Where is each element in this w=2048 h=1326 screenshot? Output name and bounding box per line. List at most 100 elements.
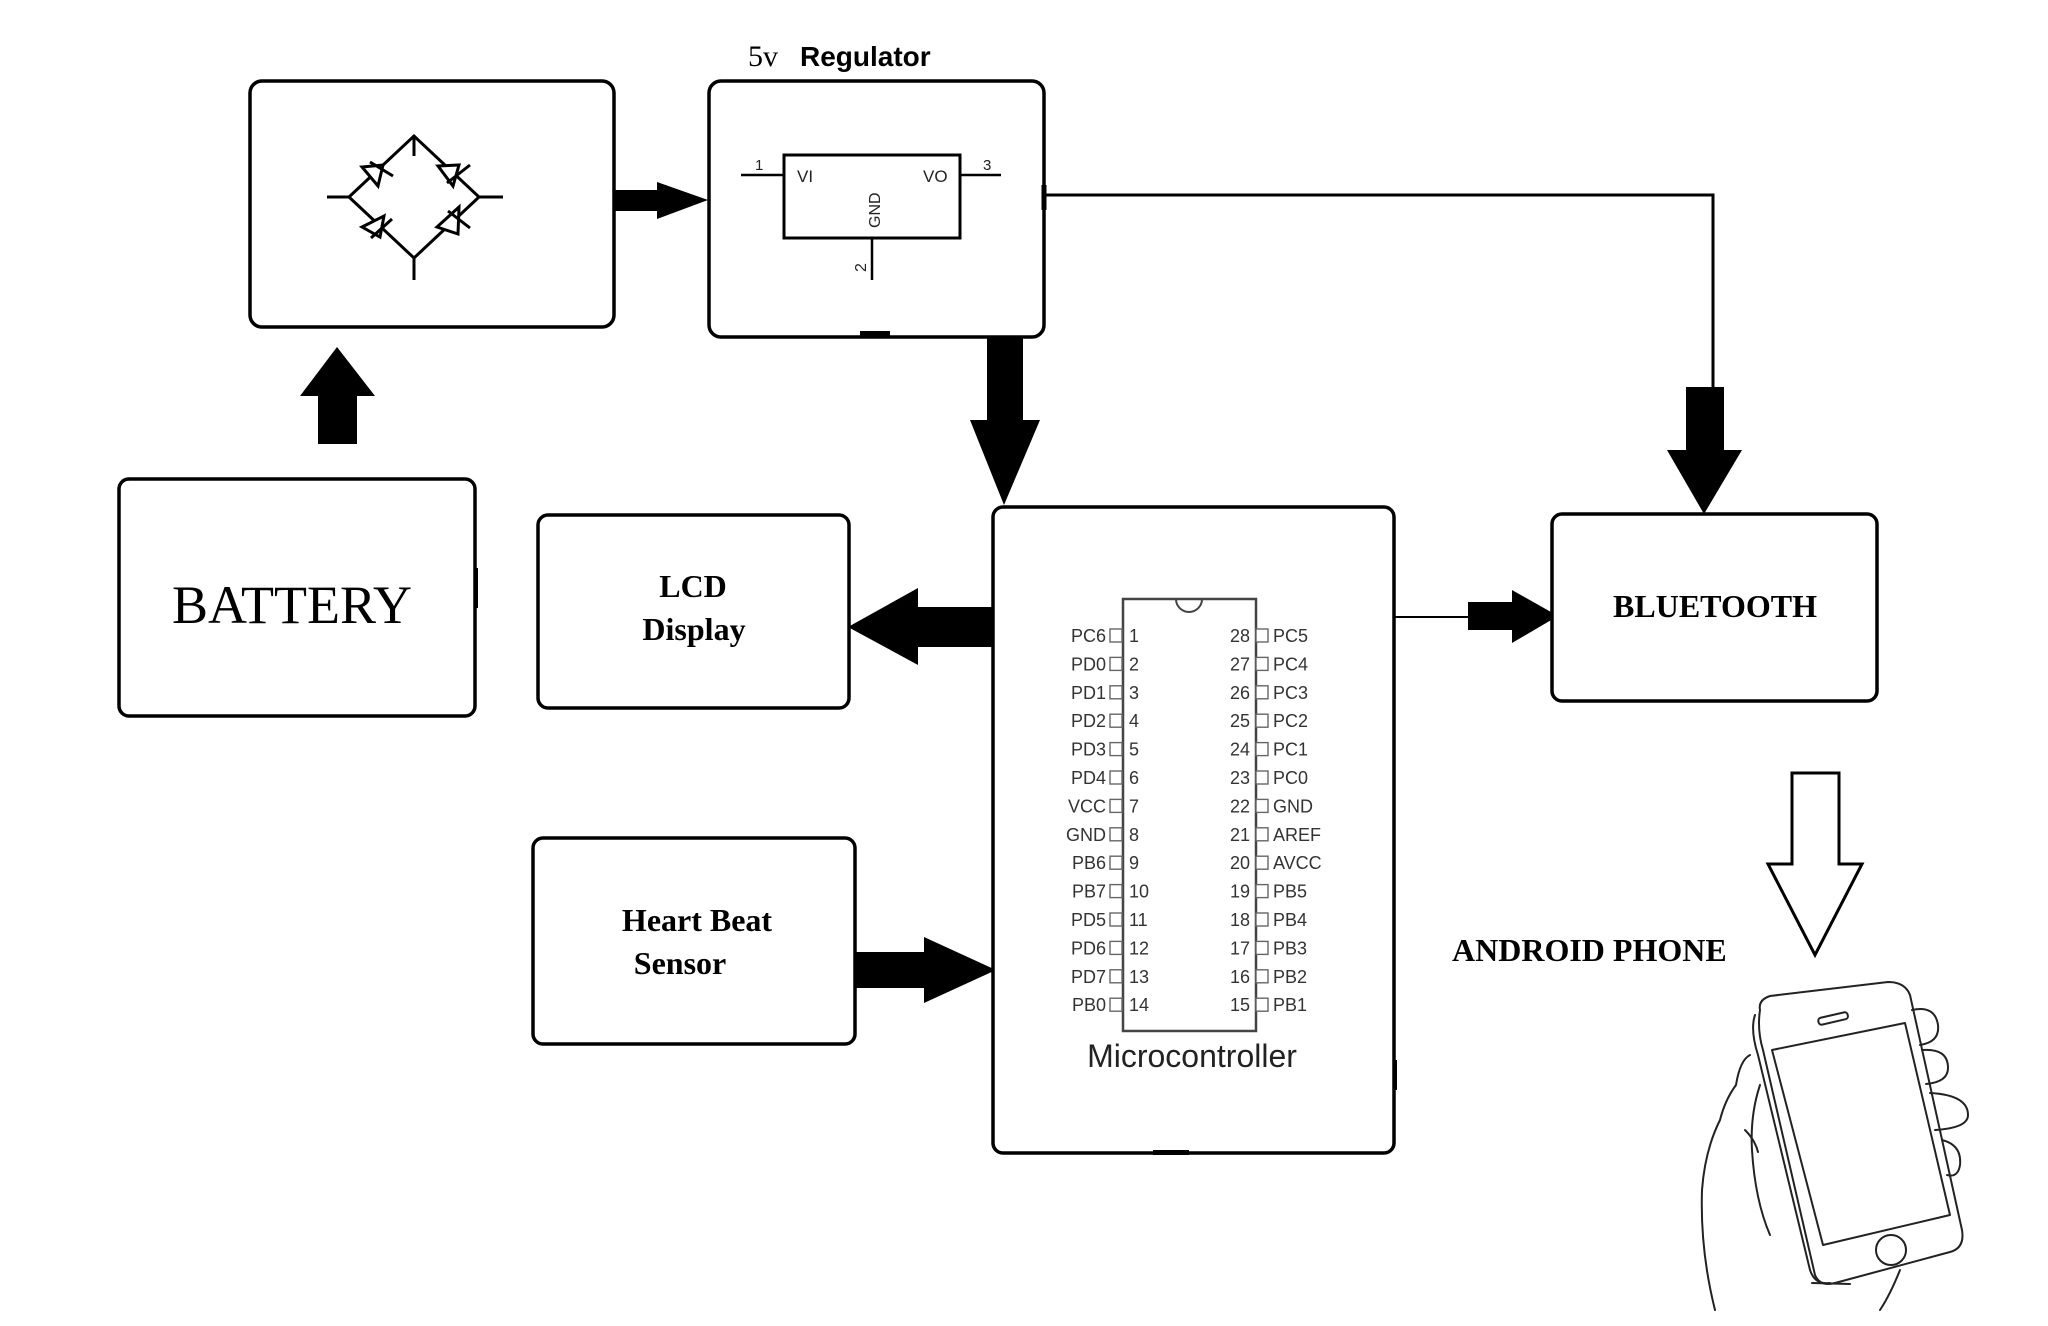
- pin-pad: [1109, 997, 1123, 1012]
- pin-number: 1: [1129, 626, 1139, 646]
- pin-number: 8: [1129, 825, 1139, 845]
- bluetooth-block: BLUETOOTH: [1550, 512, 1879, 703]
- pin-name: AVCC: [1273, 853, 1322, 873]
- pin-pad: [1255, 770, 1269, 785]
- pin-number: 3: [1129, 683, 1139, 703]
- pin-number: 28: [1230, 626, 1250, 646]
- battery-label: BATTERY: [172, 575, 412, 635]
- pin-number: 7: [1129, 796, 1139, 816]
- pin-name: PD2: [1071, 711, 1106, 731]
- pin-pad: [1109, 770, 1123, 785]
- pin-number: 2: [1129, 654, 1139, 674]
- ic-pin-left: PD4 6: [1071, 768, 1139, 788]
- pin-pad: [1255, 628, 1269, 643]
- arrow-battery-to-rectifier: [300, 347, 375, 444]
- pin-pad: [1255, 656, 1269, 672]
- regulator-pin-gnd: 2: [853, 263, 870, 272]
- pin-number: 12: [1129, 938, 1149, 958]
- pin-pad: [1109, 912, 1123, 927]
- pin-number: 15: [1230, 995, 1250, 1015]
- ic-pin-right: 15 PB1: [1230, 995, 1307, 1015]
- pin-name: PD7: [1071, 967, 1106, 987]
- pin-number: 20: [1230, 853, 1250, 873]
- pin-name: PD4: [1071, 768, 1106, 788]
- pin-name: PB7: [1072, 882, 1106, 902]
- pin-name: PB3: [1273, 938, 1307, 958]
- regulator-title: Regulator: [800, 41, 931, 72]
- arrow-microcontroller-to-lcd: [848, 588, 992, 665]
- lcd-label-line1: LCD: [659, 568, 727, 604]
- pin-pad: [1109, 855, 1123, 870]
- pin-number: 9: [1129, 853, 1139, 873]
- pin-name: PB0: [1072, 995, 1106, 1015]
- pin-pad: [1109, 628, 1123, 643]
- android-phone-label: ANDROID PHONE: [1452, 932, 1727, 968]
- ic-pin-left: PD7 13: [1071, 967, 1149, 987]
- bridge-rectifier-icon: [327, 133, 503, 280]
- regulator-title-prefix: 5v: [748, 40, 778, 73]
- ic-notch: [1175, 598, 1203, 613]
- pin-pad: [1255, 855, 1269, 870]
- pin-pad: [1109, 713, 1123, 728]
- pin-pad: [1255, 827, 1269, 842]
- pin-number: 13: [1129, 967, 1149, 987]
- pin-name: PB1: [1273, 995, 1307, 1015]
- ic-pin-left: VCC 7: [1068, 796, 1139, 816]
- regulator-tab: [860, 331, 890, 337]
- regulator-vo-label: VO: [923, 167, 948, 186]
- pin-pad: [1109, 969, 1123, 984]
- pin-pad: [1109, 685, 1123, 700]
- ic-body: [1121, 597, 1258, 1033]
- regulator-ic-body: [782, 153, 962, 240]
- pin-number: 21: [1230, 825, 1250, 845]
- pin-number: 25: [1230, 711, 1250, 731]
- pin-name: GND: [1273, 796, 1313, 816]
- arrow-heart-sensor-to-microcontroller: [856, 937, 996, 1003]
- pin-pad: [1255, 741, 1269, 757]
- pin-name: PD5: [1071, 910, 1106, 930]
- pin-number: 24: [1230, 740, 1250, 760]
- pin-number: 10: [1129, 882, 1149, 902]
- pin-number: 18: [1230, 910, 1250, 930]
- pin-pad: [1109, 827, 1123, 842]
- pin-number: 6: [1129, 768, 1139, 788]
- pin-pad: [1109, 656, 1123, 672]
- pin-name: VCC: [1068, 796, 1106, 816]
- pin-pad: [1255, 685, 1269, 700]
- battery-block: BATTERY: [117, 477, 478, 718]
- pin-name: PC2: [1273, 711, 1308, 731]
- pin-name: PB2: [1273, 967, 1307, 987]
- wire-regulator-to-bluetooth: [1044, 193, 1715, 388]
- pin-name: PC5: [1273, 626, 1308, 646]
- pin-name: PD0: [1071, 654, 1106, 674]
- rectifier-block: [248, 79, 616, 329]
- pin-pad: [1255, 883, 1269, 899]
- arrow-regulator-to-microcontroller: [970, 336, 1040, 505]
- arrow-bluetooth-to-phone: [1765, 771, 1865, 959]
- lcd-label-line2: Display: [642, 611, 745, 647]
- bluetooth-label: BLUETOOTH: [1613, 588, 1817, 624]
- ic-pin-left: PB7 10: [1072, 882, 1149, 902]
- ic-pin-right: 25 PC2: [1230, 711, 1308, 731]
- heart-sensor-label-line1: Heart Beat: [622, 902, 773, 938]
- pin-pad: [1109, 741, 1123, 757]
- pin-number: 26: [1230, 683, 1250, 703]
- lcd-block: LCD Display: [536, 513, 851, 710]
- pin-number: 22: [1230, 796, 1250, 816]
